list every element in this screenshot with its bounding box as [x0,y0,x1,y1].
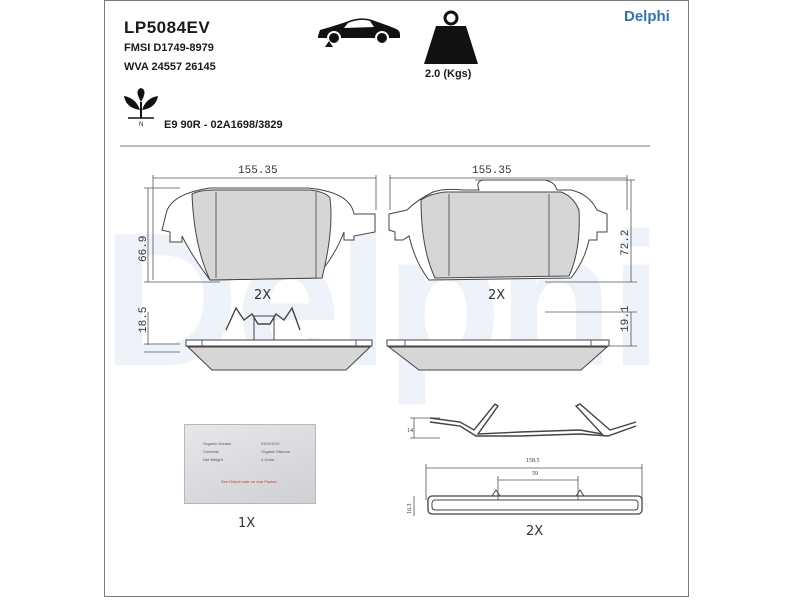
svg-text:N: N [139,122,143,128]
approval-number: E9 90R - 02A1698/3829 [164,119,283,131]
eco-leaf-icon: N [124,88,158,128]
dim-spring-height: 14 [407,428,413,434]
grease-sachet: Organic Grease XXXXXXX Contents Organic … [184,424,316,504]
qty-sachet: 1X [238,516,256,531]
dim-left-width: 155.35 [238,165,278,177]
brand-logo: Delphi [624,8,670,25]
part-number: LP5084EV [124,18,211,37]
brake-pad-right-side [386,311,637,371]
sachet-row1-value: XXXXXXX [261,441,280,446]
dim-left-thickness: 18.5 [138,306,150,333]
car-position-icon [318,18,400,47]
sachet-row3-label: Net Weight [203,457,223,462]
dim-clip-length: 158.5 [526,458,540,464]
brake-pad-right [388,175,637,283]
fmsi-number: FMSI D1749-8979 [124,42,214,54]
wva-number: WVA 24557 26145 [124,61,216,73]
dim-left-height: 66.9 [138,235,150,262]
header-divider [120,145,650,147]
qty-pads-left: 2X [254,288,272,303]
sachet-row2-value: Organic Silicone [261,449,291,454]
dim-clip-height: 16.3 [407,503,413,515]
brake-pad-left [144,175,377,283]
retaining-clip [413,464,643,516]
spring-clip [410,403,637,439]
dim-right-height: 72.2 [620,229,632,256]
dim-clip-inner: 59 [532,471,538,477]
qty-clips: 2X [526,524,544,539]
dim-right-width: 155.35 [472,165,512,177]
brake-pad-left-side [144,306,373,371]
weight-label: 2.0 (Kgs) [425,68,472,80]
sachet-footer: See Delphi note on rear Packet [221,479,277,484]
sachet-row3-value: 4 Grms [261,457,275,462]
qty-pads-right: 2X [488,288,506,303]
sheet-frame [104,0,689,597]
dim-right-thickness: 19.1 [620,305,632,332]
sachet-row1-label: Organic Grease [203,441,232,446]
weight-icon [424,10,478,64]
sachet-row2-label: Contents [203,449,220,454]
